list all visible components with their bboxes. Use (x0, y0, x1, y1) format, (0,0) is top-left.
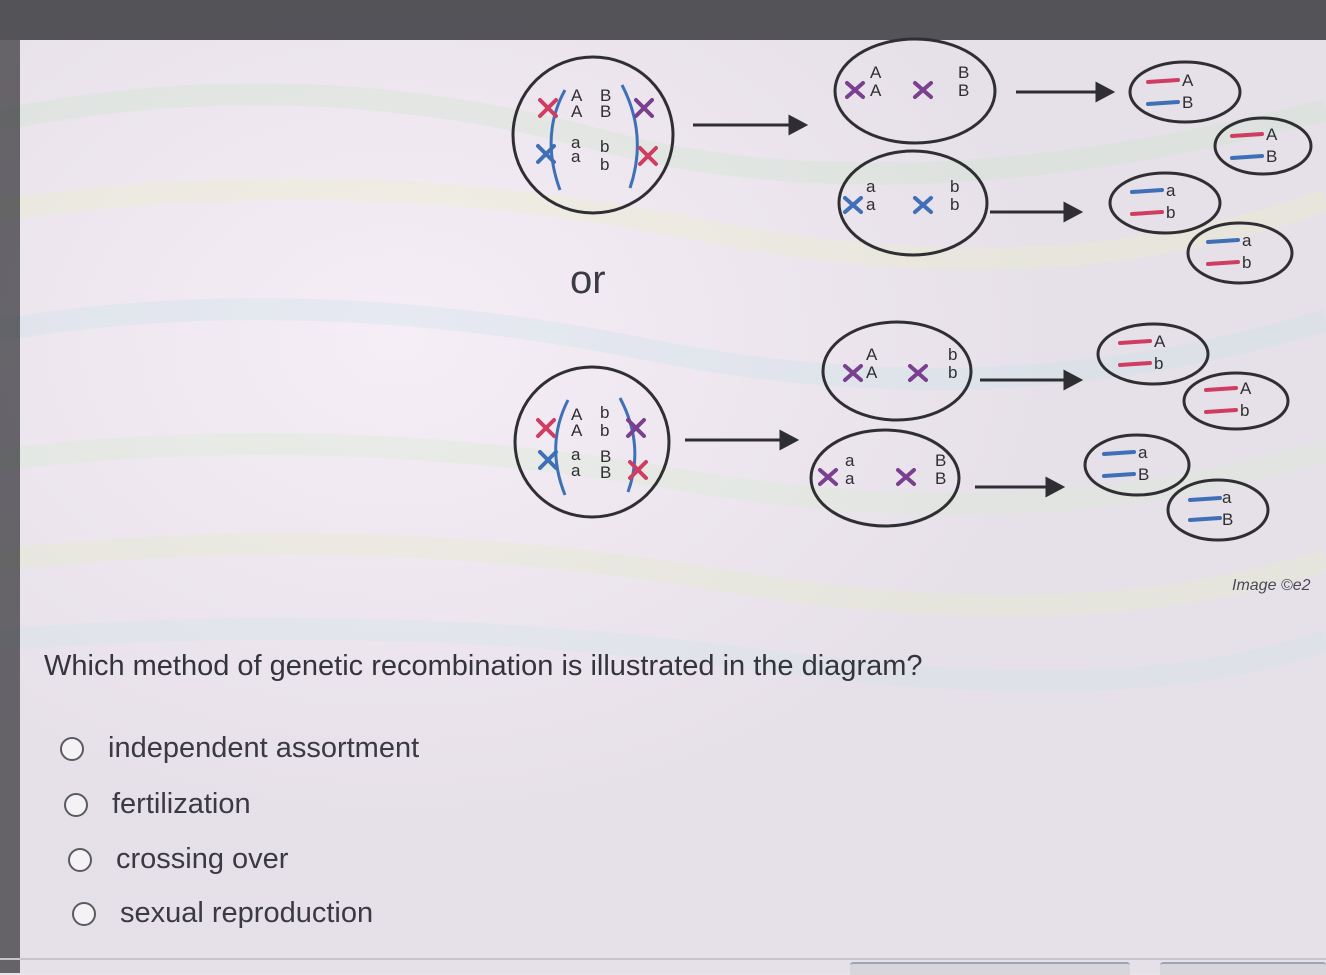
allele-label: b (1166, 203, 1175, 222)
allele-label: B (600, 102, 611, 121)
allele-label: B (1222, 510, 1233, 529)
footer-button-edge[interactable] (1160, 962, 1326, 975)
allele-label: B (600, 463, 611, 482)
allele-label: B (600, 447, 611, 466)
option-label: independent assortment (108, 732, 420, 764)
allele-label: a (571, 445, 581, 464)
allele-label: b (948, 345, 957, 364)
option-crossing-over[interactable]: crossing over (68, 843, 288, 876)
allele-label: a (845, 469, 855, 488)
allele-label: B (935, 469, 946, 488)
allele-label: b (1242, 253, 1251, 272)
radio-button[interactable] (60, 736, 84, 761)
allele-label: a (1166, 181, 1176, 200)
allele-label: a (845, 451, 855, 470)
radio-button[interactable] (64, 792, 88, 817)
allele-label: b (600, 137, 609, 156)
arrow-icon (975, 476, 1066, 498)
gamete-bottom-4 (1166, 478, 1270, 542)
allele-label: A (1154, 332, 1166, 351)
allele-label: A (1240, 379, 1252, 398)
allele-label: B (958, 63, 969, 82)
allele-label: A (866, 345, 878, 364)
allele-label: b (950, 195, 959, 214)
allele-label: B (958, 81, 969, 100)
allele-label: A (870, 63, 882, 82)
question-text: Which method of genetic recombination is… (44, 650, 923, 682)
daughter-cell-top-1 (833, 37, 997, 145)
arrow-icon (990, 201, 1084, 223)
allele-label: A (1182, 71, 1194, 90)
allele-label: b (948, 363, 957, 382)
allele-label: a (571, 133, 581, 152)
arrow-icon (685, 429, 800, 451)
daughter-cell-top-2 (837, 149, 989, 257)
daughter-cell-bottom-1 (821, 320, 973, 422)
arrow-icon (693, 114, 809, 136)
allele-label: a (571, 147, 581, 166)
option-label: crossing over (116, 843, 289, 875)
radio-button[interactable] (68, 847, 92, 872)
allele-label: A (1266, 125, 1278, 144)
gamete-top-2 (1213, 116, 1313, 176)
gamete-top-1 (1128, 60, 1242, 124)
allele-label: B (935, 451, 946, 470)
allele-label: a (1222, 488, 1232, 507)
allele-label: B (600, 86, 611, 105)
gamete-top-4 (1186, 221, 1294, 285)
option-label: fertilization (112, 788, 251, 820)
allele-label: b (1240, 401, 1249, 420)
allele-label: a (571, 461, 581, 480)
allele-label: A (571, 102, 583, 121)
arrow-icon (1016, 81, 1116, 103)
allele-label: b (1154, 354, 1163, 373)
option-independent-assortment[interactable]: independent assortment (60, 732, 419, 765)
gamete-bottom-1 (1096, 322, 1210, 386)
allele-label: A (870, 81, 882, 100)
option-fertilization[interactable]: fertilization (64, 788, 251, 821)
allele-label: b (950, 177, 959, 196)
allele-label: A (571, 86, 583, 105)
allele-label: A (571, 405, 583, 424)
image-credit: Image ©e2 (1232, 577, 1311, 594)
allele-label: B (1182, 93, 1193, 112)
daughter-cell-bottom-2 (809, 428, 961, 528)
or-label: or (570, 258, 606, 302)
allele-label: b (600, 155, 609, 174)
parent-cell-top (511, 55, 675, 215)
allele-label: a (1242, 231, 1252, 250)
arrow-icon (980, 369, 1084, 391)
meiosis-diagram: AABBaabbAAbbaaBBAABBaabbAAbbaaBBABABabab… (511, 37, 1313, 542)
allele-label: a (866, 177, 876, 196)
allele-label: A (866, 363, 878, 382)
parent-cell-bottom (513, 365, 671, 519)
allele-label: a (1138, 443, 1148, 462)
allele-label: b (600, 403, 609, 422)
gamete-bottom-2 (1182, 371, 1290, 431)
option-label: sexual reproduction (120, 897, 374, 929)
gamete-top-3 (1108, 171, 1222, 235)
divider (0, 958, 1326, 960)
option-sexual-reproduction[interactable]: sexual reproduction (72, 897, 373, 930)
allele-label: B (1138, 465, 1149, 484)
allele-label: b (600, 421, 609, 440)
allele-label: a (866, 195, 876, 214)
footer-button-edge[interactable] (850, 962, 1130, 975)
allele-label: B (1266, 147, 1277, 166)
allele-label: A (571, 421, 583, 440)
radio-button[interactable] (72, 901, 96, 926)
gamete-bottom-3 (1083, 433, 1191, 497)
